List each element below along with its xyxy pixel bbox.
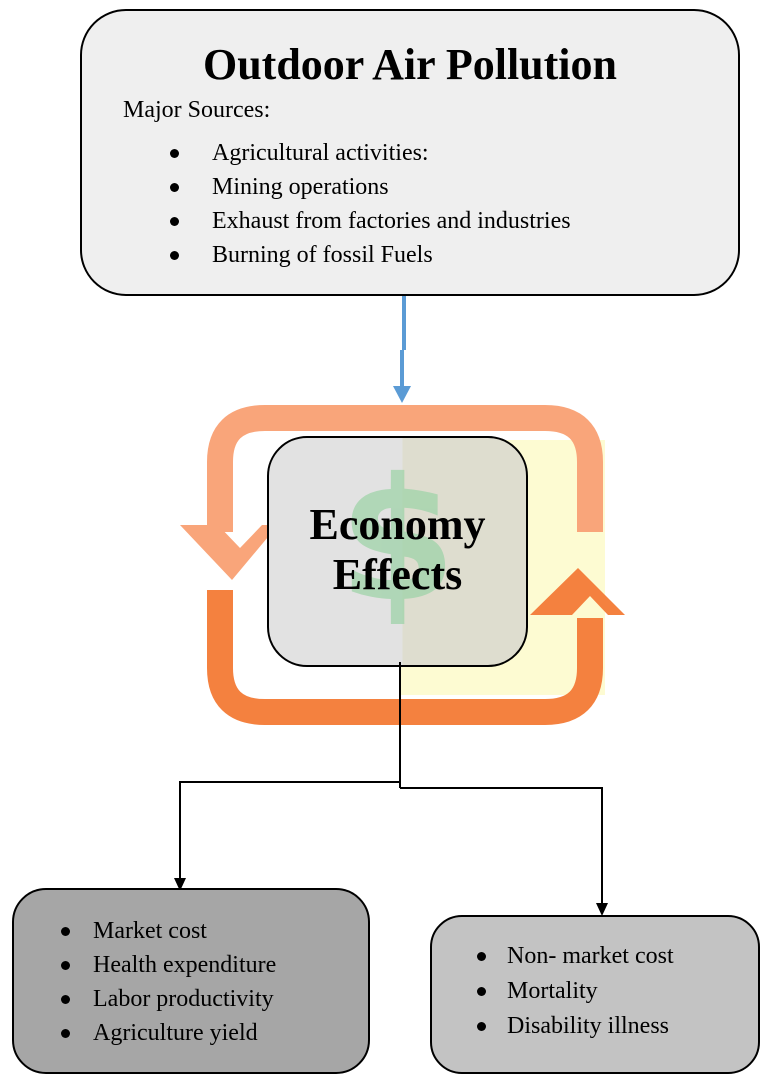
market-cost-list: Market cost Health expenditure Labor pro… <box>60 914 276 1050</box>
center-label-line-2: Effects <box>332 550 463 599</box>
dollar-icon: $ <box>338 442 457 640</box>
list-item: Mortality <box>477 974 674 1009</box>
list-item: Burning of fossil Fuels <box>170 238 571 272</box>
economy-effects-box: $ Economy Effects <box>267 436 528 667</box>
major-sources-list: Agricultural activities: Mining operatio… <box>170 136 571 272</box>
non-market-cost-list: Non- market cost Mortality Disability il… <box>477 939 674 1044</box>
branch-left <box>179 781 400 878</box>
economy-effects-label: Economy Effects <box>269 500 526 600</box>
list-item: Exhaust from factories and industries <box>170 204 571 238</box>
list-item: Health expenditure <box>60 948 276 982</box>
list-item: Market cost <box>60 914 276 948</box>
branch-right <box>400 787 603 903</box>
left-arrow-head <box>174 878 186 891</box>
major-sources-label: Major Sources: <box>123 97 271 123</box>
blue-arrow-head <box>393 386 411 403</box>
list-item: Mining operations <box>170 170 571 204</box>
list-item: Agricultural activities: <box>170 136 571 170</box>
market-cost-box: Market cost Health expenditure Labor pro… <box>12 888 370 1074</box>
non-market-cost-box: Non- market cost Mortality Disability il… <box>430 915 760 1074</box>
left-arrowhead <box>180 525 278 580</box>
outdoor-air-pollution-box: Outdoor Air Pollution Major Sources: Agr… <box>80 9 740 296</box>
list-item: Non- market cost <box>477 939 674 974</box>
list-item: Labor productivity <box>60 982 276 1016</box>
list-item: Disability illness <box>477 1009 674 1044</box>
lower-cycle-arc <box>207 590 603 725</box>
center-label-line-1: Economy <box>309 500 486 549</box>
right-arrow-head <box>596 903 608 916</box>
right-arrowhead <box>530 568 625 615</box>
list-item: Agriculture yield <box>60 1016 276 1050</box>
top-title: Outdoor Air Pollution <box>202 40 617 89</box>
upper-cycle-arc <box>207 405 603 532</box>
